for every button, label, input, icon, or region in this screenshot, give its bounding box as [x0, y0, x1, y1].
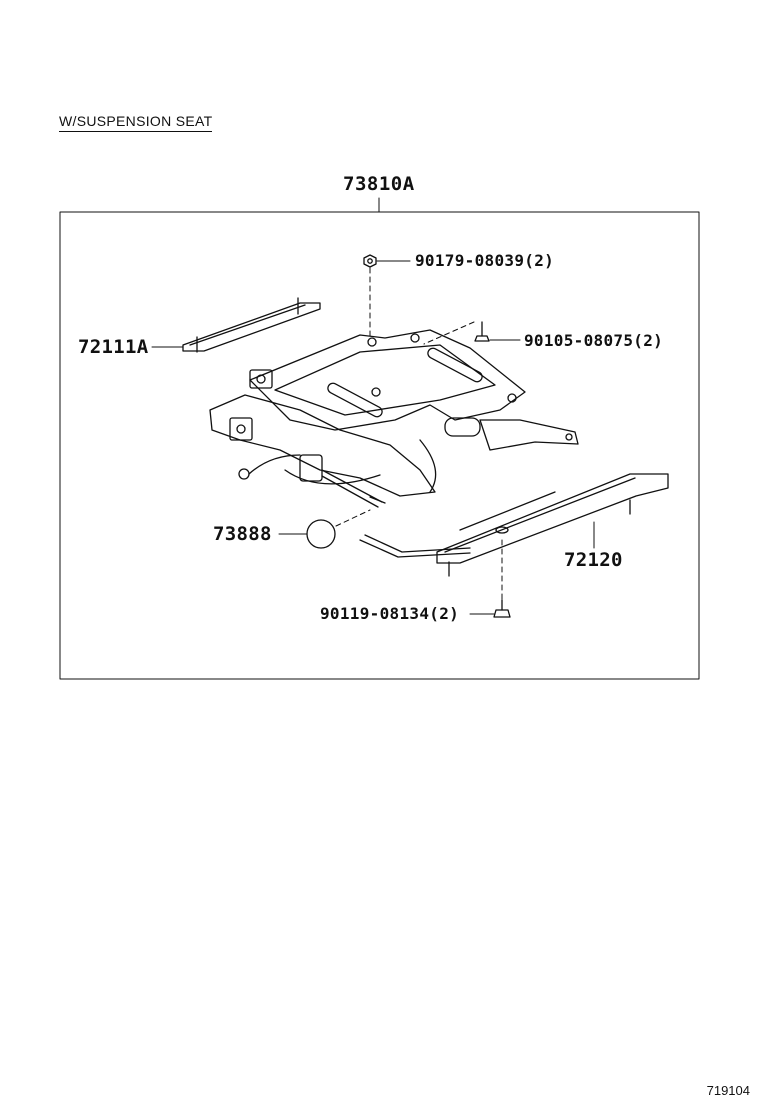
part-label-bolt-bottom: 90119-08134(2) — [320, 604, 460, 623]
bolt-right-dash — [423, 321, 475, 345]
nut-icon — [363, 254, 377, 268]
assembly-part-label: 73810A — [343, 173, 415, 195]
knob-dash — [335, 509, 371, 527]
diagram-code: 719104 — [706, 1083, 750, 1098]
section-title: W/SUSPENSION SEAT — [59, 113, 213, 132]
bolt-right-icon — [474, 321, 490, 342]
right-rail — [359, 473, 669, 577]
part-label-left-rail: 72111A — [78, 336, 149, 358]
part-label-right-rail: 72120 — [564, 549, 623, 571]
seat-frame — [209, 329, 579, 497]
part-label-knob: 73888 — [213, 523, 272, 545]
left-rail — [182, 297, 321, 353]
part-label-bolt-right: 90105-08075(2) — [524, 331, 664, 350]
knob-icon — [306, 519, 336, 549]
bolt-bottom-icon — [493, 599, 511, 618]
adjust-lever — [238, 454, 386, 508]
part-label-nut: 90179-08039(2) — [415, 251, 555, 270]
